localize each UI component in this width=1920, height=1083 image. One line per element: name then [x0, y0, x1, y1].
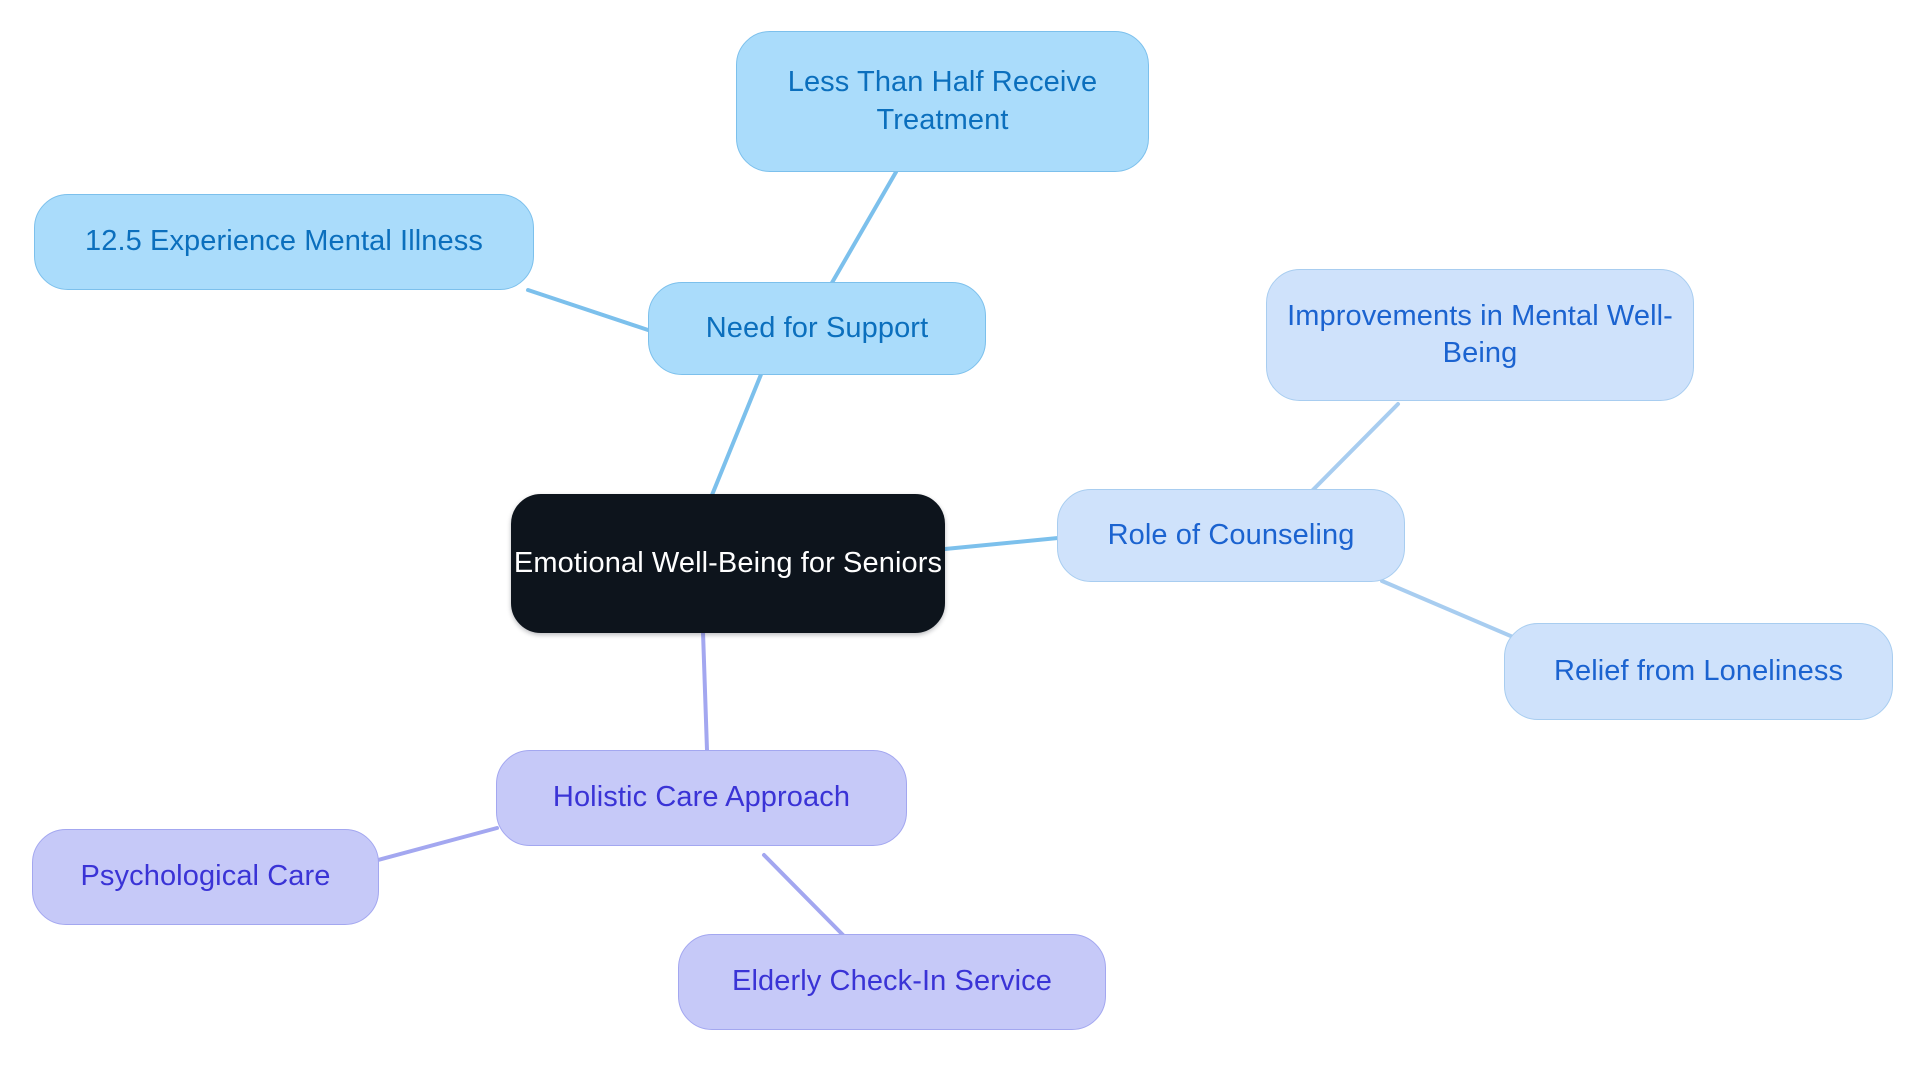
edge-need-for-support-to-less-than-half [820, 170, 898, 302]
edge-root-to-holistic-care [701, 630, 709, 752]
node-need-for-support[interactable]: Need for Support [648, 282, 986, 375]
node-psychological-care[interactable]: Psychological Care [32, 829, 379, 925]
edge-root-to-need-for-support [710, 370, 764, 497]
node-root[interactable]: Emotional Well-Being for Seniors [511, 494, 945, 633]
edge-root-to-role-of-counseling [943, 536, 1060, 551]
edge-holistic-care-to-elderly-check-in [762, 853, 845, 937]
node-elderly-check-in-service[interactable]: Elderly Check-In Service [678, 934, 1106, 1030]
node-improvements-in-mental-well-being[interactable]: Improvements in Mental Well-Being [1266, 269, 1694, 401]
node-holistic-care-approach[interactable]: Holistic Care Approach [496, 750, 907, 846]
edge-role-of-counseling-to-relief-from-loneliness [1380, 579, 1522, 642]
node-relief-from-loneliness[interactable]: Relief from Loneliness [1504, 623, 1893, 720]
edge-need-for-support-to-experience-mental-illness [526, 288, 650, 332]
node-experience-mental-illness[interactable]: 12.5 Experience Mental Illness [34, 194, 534, 290]
edge-holistic-care-to-psychological-care [376, 826, 499, 862]
node-role-of-counseling[interactable]: Role of Counseling [1057, 489, 1405, 582]
node-less-than-half-receive-treatment[interactable]: Less Than Half Receive Treatment [736, 31, 1149, 172]
